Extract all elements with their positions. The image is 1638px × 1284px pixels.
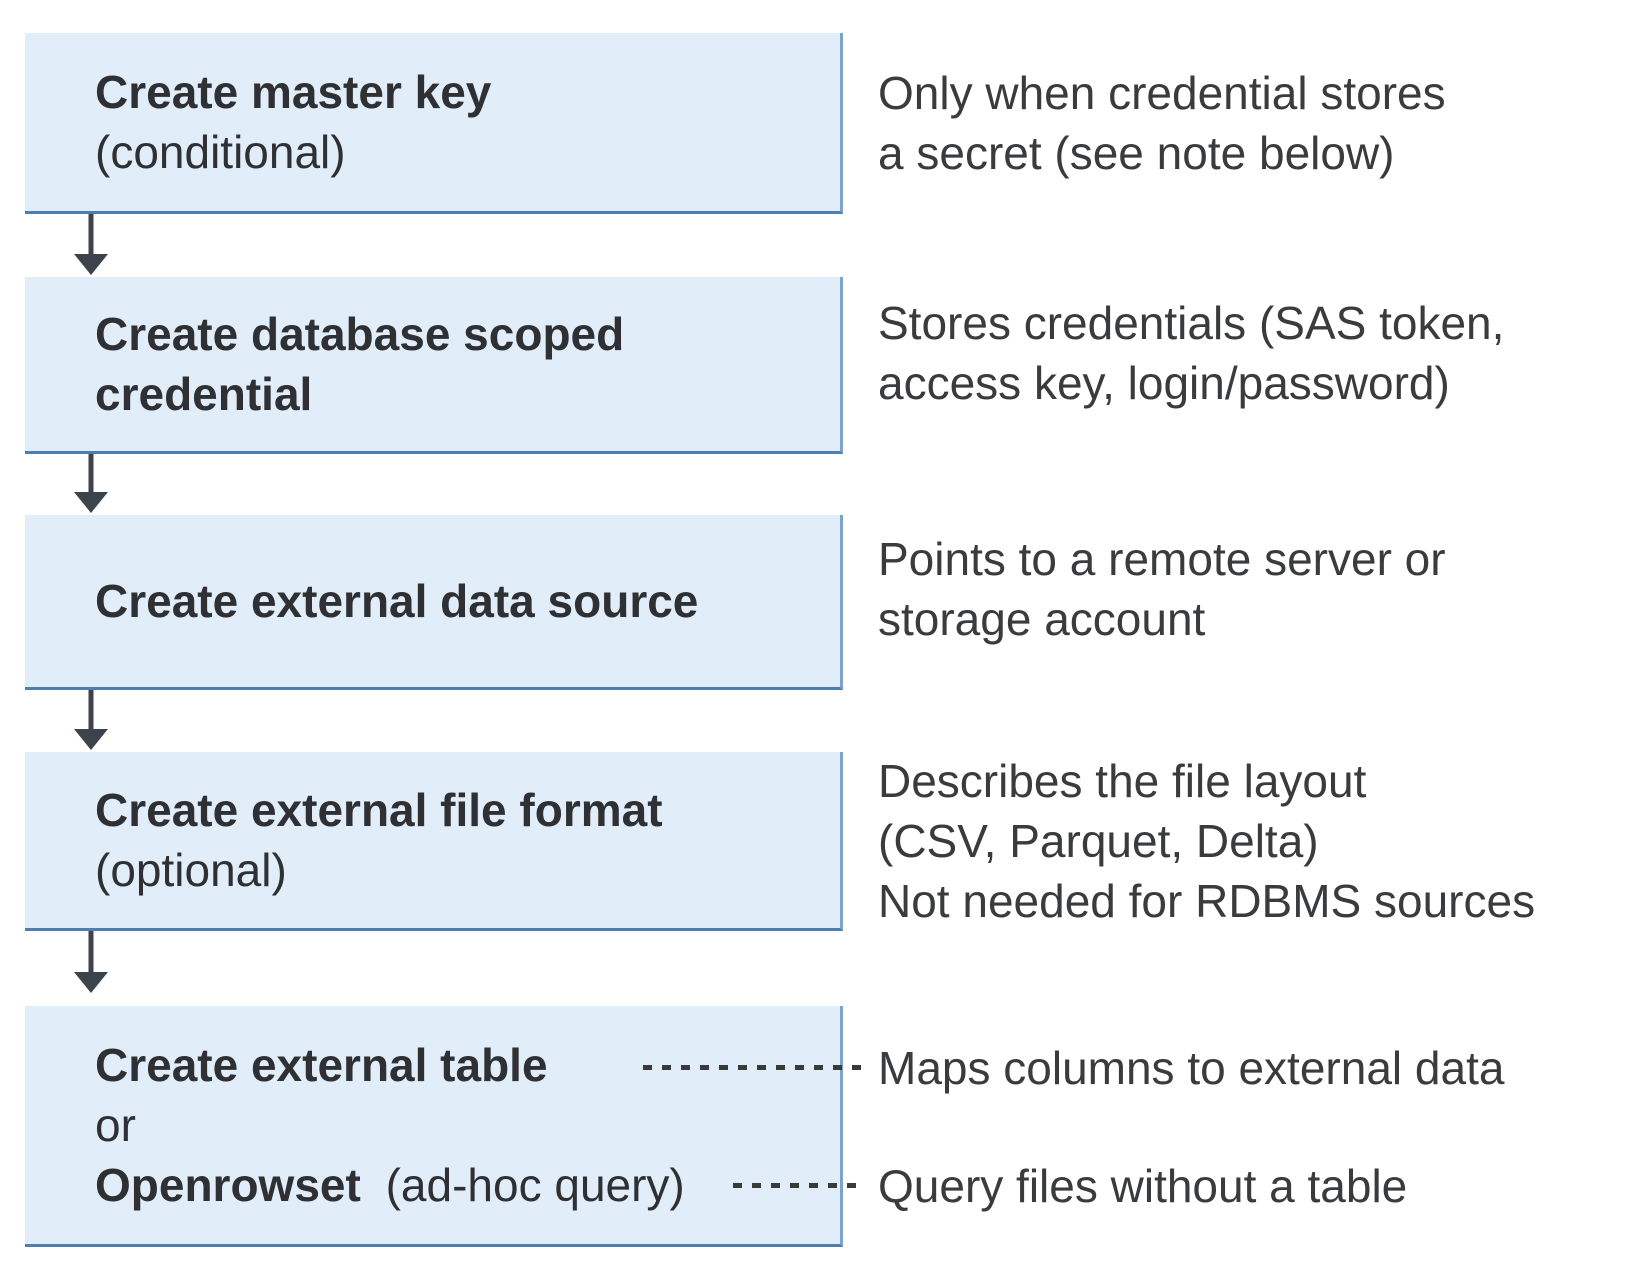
note-line: a secret (see note below)	[878, 127, 1395, 179]
arrow-head	[74, 972, 108, 993]
arrow-head	[74, 729, 108, 750]
note-master-key: Only when credential stores a secret (se…	[878, 63, 1446, 183]
note-openrowset: Query files without a table	[878, 1160, 1408, 1212]
note-line: access key, login/password)	[878, 357, 1450, 409]
arrow-stem	[88, 214, 94, 259]
step-box-create-external-table-or-openrowset: Create external table or Openrowset (ad-…	[25, 1006, 843, 1247]
dashed-connector-external-table	[643, 1065, 863, 1070]
step-box-create-database-scoped-credential: Create database scoped credential	[25, 277, 843, 454]
step-title: Create external file format	[95, 784, 663, 836]
note-database-scoped-credential: Stores credentials (SAS token, access ke…	[878, 293, 1504, 413]
step-box-create-external-data-source: Create external data source	[25, 515, 843, 690]
step-title: Create master key	[95, 66, 492, 118]
note-line: Only when credential stores	[878, 67, 1446, 119]
step-alt-line: Openrowset (ad-hoc query)	[95, 1155, 812, 1215]
down-arrow-icon	[74, 931, 108, 993]
step-subtitle: (optional)	[95, 844, 287, 896]
note-external-data-source: Points to a remote server or storage acc…	[878, 529, 1446, 649]
arrow-head	[74, 492, 108, 513]
note-line: Stores credentials (SAS token,	[878, 297, 1505, 349]
step-or-label: or	[95, 1099, 136, 1151]
step-title: Create database scoped credential	[95, 308, 625, 420]
note-line: Describes the file layout	[878, 755, 1367, 807]
arrow-stem	[88, 931, 94, 977]
arrow-stem	[88, 690, 94, 734]
note-line: storage account	[878, 593, 1206, 645]
step-box-create-master-key: Create master key (conditional)	[25, 33, 843, 214]
step-alt-suffix: (ad-hoc query)	[385, 1159, 685, 1211]
note-line: Points to a remote server or	[878, 533, 1446, 585]
step-title: Create external table	[95, 1039, 548, 1091]
down-arrow-icon	[74, 690, 108, 750]
step-alt-title: Openrowset	[95, 1159, 361, 1211]
step-box-create-external-file-format: Create external file format (optional)	[25, 752, 843, 931]
note-external-table: Maps columns to external data	[878, 1042, 1505, 1094]
arrow-head	[74, 254, 108, 275]
note-line: (CSV, Parquet, Delta)	[878, 815, 1319, 867]
arrow-stem	[88, 454, 94, 497]
down-arrow-icon	[74, 214, 108, 275]
note-line: Not needed for RDBMS sources	[878, 875, 1536, 927]
down-arrow-icon	[74, 454, 108, 513]
step-title: Create external data source	[95, 575, 699, 627]
note-external-file-format: Describes the file layout (CSV, Parquet,…	[878, 751, 1535, 931]
dashed-connector-openrowset	[733, 1183, 863, 1188]
step-subtitle: (conditional)	[95, 126, 346, 178]
